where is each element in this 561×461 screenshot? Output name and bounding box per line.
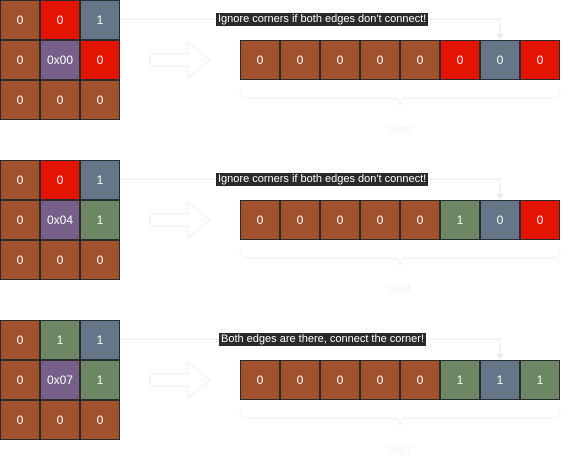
bit-cell: 0 <box>440 40 480 80</box>
result-label: 0x07 <box>388 444 412 456</box>
bit-cell: 0 <box>400 200 440 240</box>
connector-arrowhead <box>497 34 503 40</box>
bit-cell: 0 <box>320 40 360 80</box>
bit-cell: 0 <box>400 360 440 400</box>
grid-center-cell: 0x07 <box>40 360 80 400</box>
grid-cell: 0 <box>0 240 40 280</box>
right-arrow-icon <box>149 40 211 80</box>
bit-cell: 0 <box>400 40 440 80</box>
callout-note: Ignore corners if both edges don't conne… <box>216 13 429 26</box>
connector-arrowhead <box>497 354 503 360</box>
bit-cell: 0 <box>480 200 520 240</box>
bit-cell: 1 <box>440 360 480 400</box>
grid-cell: 0 <box>0 400 40 440</box>
bit-cell: 0 <box>320 200 360 240</box>
bit-cell: 0 <box>240 200 280 240</box>
grid-cell: 0 <box>40 400 80 440</box>
grid-cell: 0 <box>0 360 40 400</box>
right-arrow-icon <box>149 200 211 240</box>
bit-cell: 0 <box>520 40 560 80</box>
grid-cell: 0 <box>0 80 40 120</box>
grid-cell: 0 <box>80 80 120 120</box>
right-arrow-icon <box>149 360 211 400</box>
bit-cell: 0 <box>360 40 400 80</box>
grid-cell: 0 <box>0 40 40 80</box>
bit-cell: 0 <box>280 40 320 80</box>
grid-cell: 0 <box>80 40 120 80</box>
grid-cell: 0 <box>0 320 40 360</box>
result-label: 0x00 <box>388 124 412 136</box>
grid-cell: 0 <box>0 160 40 200</box>
grid-center-cell: 0x00 <box>40 40 80 80</box>
bit-cell: 0 <box>520 200 560 240</box>
bit-cell: 1 <box>440 200 480 240</box>
grid-cell: 0 <box>40 0 80 40</box>
bit-cell: 0 <box>280 200 320 240</box>
bit-cell: 0 <box>240 40 280 80</box>
bit-cell: 0 <box>480 40 520 80</box>
grid-cell: 1 <box>80 0 120 40</box>
bit-cell: 0 <box>280 360 320 400</box>
brace <box>239 249 561 267</box>
grid-cell: 0 <box>40 240 80 280</box>
grid-cell: 0 <box>0 0 40 40</box>
brace <box>239 409 561 427</box>
grid-cell: 0 <box>80 240 120 280</box>
bit-cell: 0 <box>240 360 280 400</box>
grid-cell: 1 <box>80 160 120 200</box>
bit-cell: 0 <box>320 360 360 400</box>
bit-cell: 0 <box>360 200 400 240</box>
grid-cell: 0 <box>40 80 80 120</box>
grid-cell: 1 <box>80 200 120 240</box>
result-label: 0x04 <box>388 284 412 296</box>
connector-arrowhead <box>497 194 503 200</box>
brace <box>239 89 561 107</box>
grid-cell: 0 <box>80 400 120 440</box>
grid-cell: 0 <box>40 160 80 200</box>
callout-note: Ignore corners if both edges don't conne… <box>216 173 429 186</box>
bit-cell: 0 <box>360 360 400 400</box>
bit-cell: 1 <box>520 360 560 400</box>
grid-cell: 1 <box>40 320 80 360</box>
grid-center-cell: 0x04 <box>40 200 80 240</box>
grid-cell: 0 <box>0 200 40 240</box>
grid-cell: 1 <box>80 320 120 360</box>
callout-note: Both edges are there, connect the corner… <box>219 333 427 346</box>
bit-cell: 1 <box>480 360 520 400</box>
grid-cell: 1 <box>80 360 120 400</box>
